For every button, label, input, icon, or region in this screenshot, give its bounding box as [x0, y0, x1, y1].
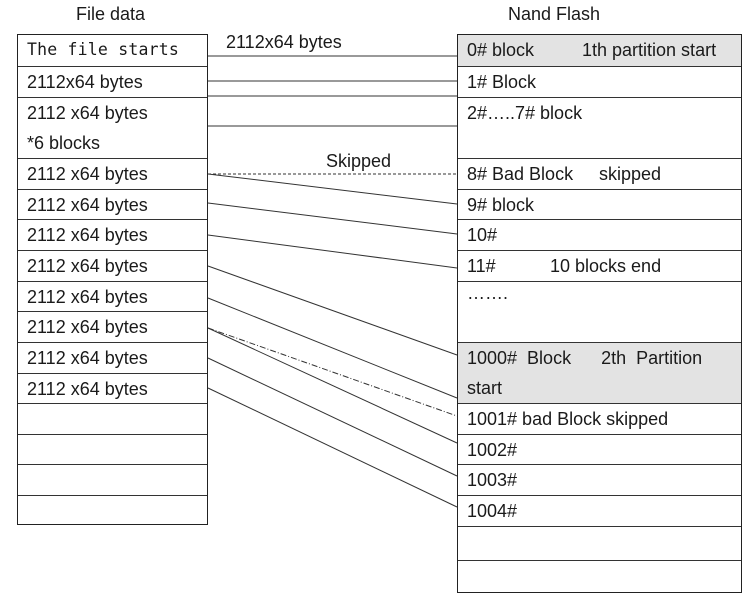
skip-line — [207, 327, 458, 417]
file-data-table: The file starts 2112x64 bytes 2112 x64 b… — [17, 34, 208, 525]
file-row: The file starts — [18, 35, 207, 66]
map-line — [207, 387, 458, 508]
nand-row-label: 11# — [467, 256, 496, 276]
nand-row-label: 1003# — [467, 470, 518, 490]
file-row: 2112 x64 bytes — [18, 342, 207, 373]
file-row-empty — [18, 434, 207, 464]
nand-row: 1003# — [458, 464, 741, 495]
file-row-label: 2112 x64 bytes — [27, 379, 148, 399]
nand-row: 1000# Block 2th Partition start — [458, 342, 741, 403]
nand-row-empty — [458, 526, 741, 560]
nand-row: 0# block 1th partition start — [458, 35, 741, 66]
file-row: 2112 x64 bytes — [18, 189, 207, 219]
file-row-label: 2112 x64 bytes — [27, 256, 148, 276]
nand-row-label: 1004# — [467, 501, 518, 521]
nand-row-label: ……. — [467, 283, 509, 303]
nand-flash-table: 0# block 1th partition start 1# Block 2#… — [457, 34, 742, 593]
file-row-label: 2112 x64 bytes — [27, 103, 148, 123]
file-row-label: 2112 x64 bytes — [27, 348, 148, 368]
nand-row: 10# — [458, 219, 741, 250]
nand-row-label: 10# — [467, 225, 498, 245]
nand-row: 2#…..7# block — [458, 97, 741, 158]
nand-row-empty — [458, 560, 741, 594]
file-row-label: The file starts — [27, 40, 180, 59]
file-row: 2112 x64 bytes — [18, 158, 207, 189]
nand-row: 9# block — [458, 189, 741, 219]
skipped-annotation: Skipped — [326, 151, 392, 171]
file-row: 2112 x64 bytes *6 blocks — [18, 97, 207, 158]
nand-row-note: skipped — [599, 164, 662, 184]
nand-row: 1002# — [458, 434, 741, 464]
nand-row-label: 0# block — [467, 40, 535, 60]
nand-row-note: 10 blocks end — [550, 256, 662, 276]
file-row-label: 2112 x64 bytes — [27, 164, 148, 184]
file-data-header: File data — [76, 4, 146, 24]
file-row: 2112x64 bytes — [18, 66, 207, 97]
nand-row-label: 1000# Block 2th Partition — [467, 348, 703, 368]
map-line — [207, 357, 458, 477]
file-row-label: 2112 x64 bytes — [27, 287, 148, 307]
nand-row: ……. — [458, 281, 741, 342]
file-row: 2112 x64 bytes — [18, 219, 207, 250]
file-row: 2112 x64 bytes — [18, 373, 207, 403]
map-line — [207, 234, 458, 269]
nand-row-label: 9# block — [467, 195, 535, 215]
nand-flash-header: Nand Flash — [508, 4, 601, 24]
file-row-label: 2112x64 bytes — [27, 72, 143, 92]
map-line — [207, 327, 458, 444]
nand-row-label: 2#…..7# block — [467, 103, 583, 123]
nand-row: 11# 10 blocks end — [458, 250, 741, 281]
file-row-empty — [18, 403, 207, 434]
map-line — [207, 265, 458, 356]
map-line — [207, 297, 458, 399]
nand-row-note: 1th partition start — [582, 40, 717, 60]
nand-row-label: 1# Block — [467, 72, 537, 92]
file-row-label: 2112 x64 bytes — [27, 195, 148, 215]
nand-row: 8# Bad Block skipped — [458, 158, 741, 189]
nand-row-label-2: start — [467, 378, 503, 398]
nand-row: 1001# bad Block skipped — [458, 403, 741, 434]
file-row-label: 2112 x64 bytes — [27, 317, 148, 337]
nand-row: 1004# — [458, 495, 741, 526]
file-row-label-2: *6 blocks — [27, 133, 101, 153]
file-row-empty — [18, 495, 207, 526]
file-row-label: 2112 x64 bytes — [27, 225, 148, 245]
map-line — [207, 202, 458, 235]
nand-row-label: 8# Bad Block — [467, 164, 574, 184]
block-size-annotation: 2112x64 bytes — [226, 32, 342, 52]
file-row: 2112 x64 bytes — [18, 281, 207, 311]
file-row: 2112 x64 bytes — [18, 311, 207, 342]
file-row-empty — [18, 464, 207, 495]
nand-row: 1# Block — [458, 66, 741, 97]
nand-row-label: 1001# bad Block skipped — [467, 409, 669, 429]
map-line — [207, 173, 458, 205]
nand-row-label: 1002# — [467, 440, 518, 460]
file-row: 2112 x64 bytes — [18, 250, 207, 281]
